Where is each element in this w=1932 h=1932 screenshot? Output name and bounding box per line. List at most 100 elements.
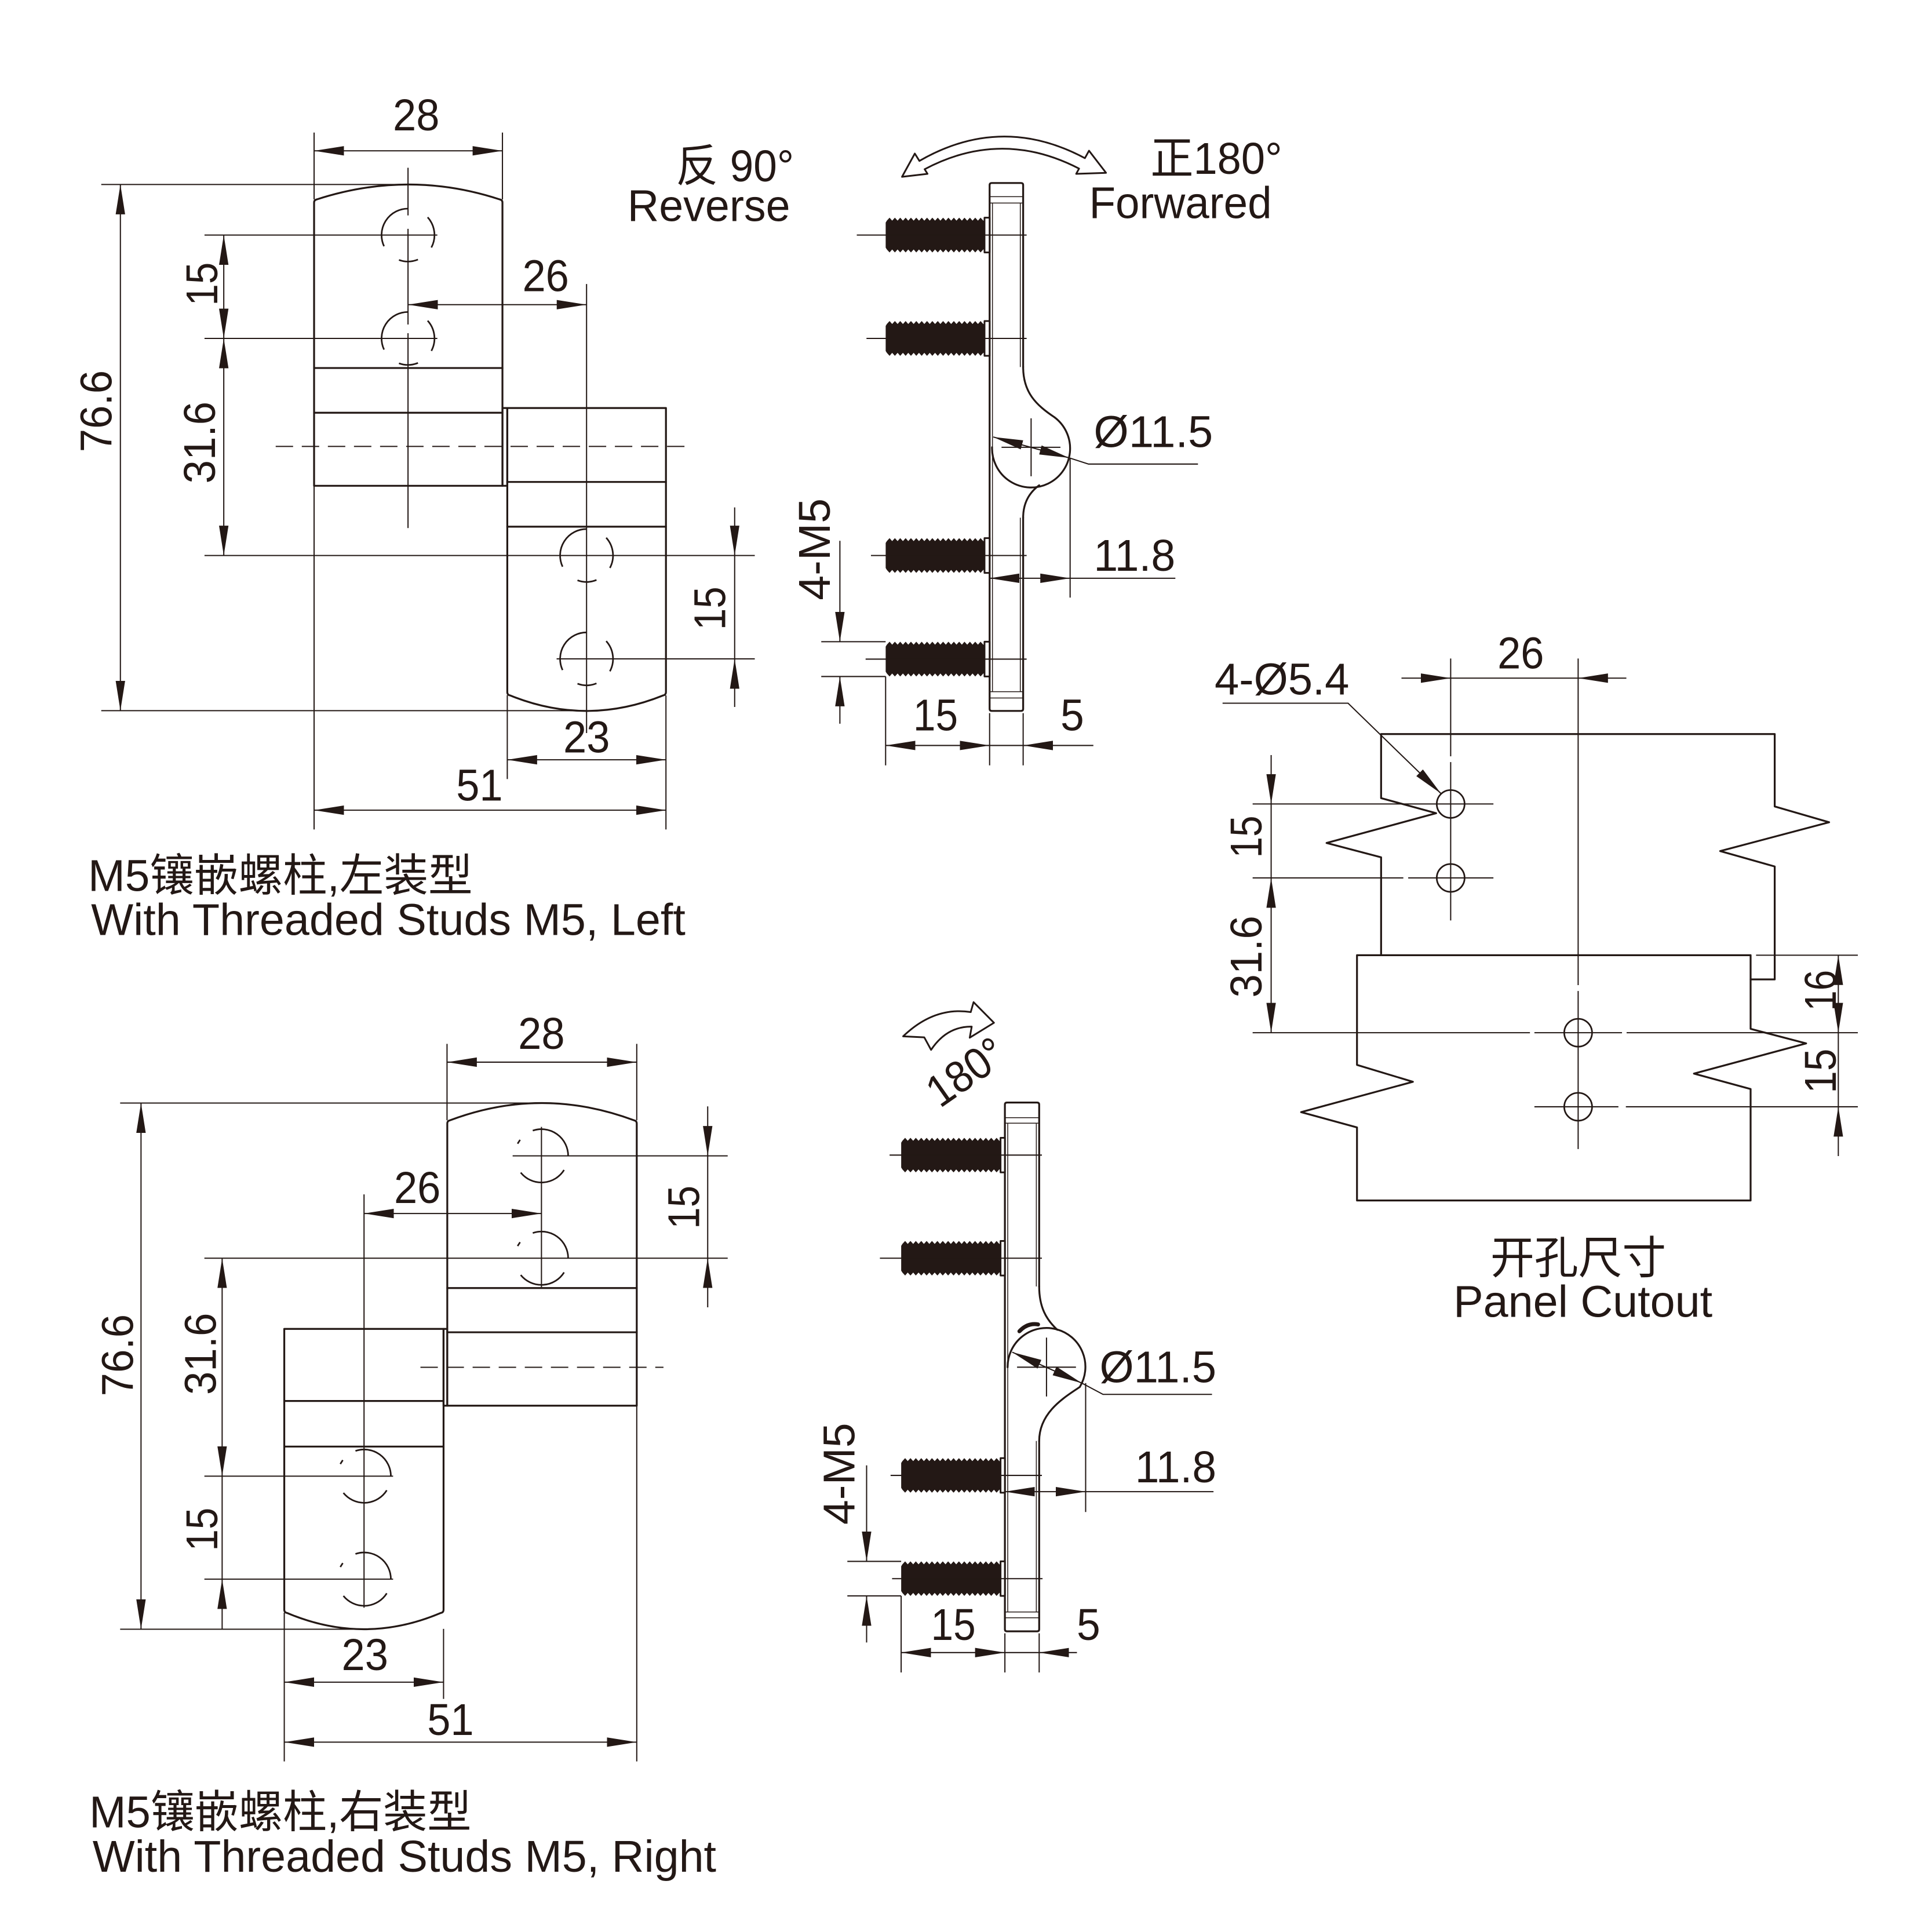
hole-arc <box>520 1271 565 1286</box>
threaded-hole-symbol <box>559 528 614 583</box>
dim-label-lower-pitch: 15 <box>1796 1049 1846 1093</box>
knuckle-circle <box>1007 1327 1087 1388</box>
dim-label-lower-pitch: 15 <box>177 1508 227 1551</box>
rotation-reverse-label-cn: 反 90° <box>676 141 794 191</box>
caption-right-mount-cn: M5镶嵌螺柱,右装型 <box>89 1787 471 1837</box>
knuckle-lower-neck <box>1022 484 1040 519</box>
dim-label-plate-thickness: 5 <box>1060 691 1084 741</box>
dimension-line-knuckle-diameter <box>993 436 1070 459</box>
dim-label-hole-offset: 31.6 <box>1222 916 1271 998</box>
cutout-hole <box>1435 863 1466 893</box>
dim-label-lateral-spacing: 26 <box>394 1163 440 1213</box>
dim-label-knuckle-projection: 11.8 <box>1135 1442 1216 1492</box>
hole-arc <box>520 1169 565 1183</box>
threaded-hole-symbol <box>340 1551 392 1607</box>
dim-label-lower-pitch: 15 <box>685 586 735 630</box>
left-mount-front-view: 28 76.6 15 31.6 26 15 23 51 <box>71 90 755 830</box>
hole-arc <box>532 1128 569 1156</box>
dim-label-hole-spec: 4-Ø5.4 <box>1215 655 1349 705</box>
knuckle-lower-neck <box>1038 1386 1081 1442</box>
dim-label-lateral-spacing: 26 <box>522 251 568 301</box>
mounting-plate-outline <box>1004 1102 1040 1632</box>
dim-label-knuckle-diameter: Ø11.5 <box>1093 407 1213 457</box>
panel-cutout-view: 26 4-Ø5.4 15 31.6 16 15 开孔尺寸 Panel Cutou… <box>1215 628 1858 1327</box>
hole-arc <box>427 217 436 248</box>
hole-arc <box>559 631 587 670</box>
hole-arc <box>606 537 614 568</box>
lower-leaf-outline <box>506 407 667 712</box>
dim-label-total-height: 76.6 <box>71 370 121 453</box>
hole-arc <box>517 1241 521 1247</box>
hole-arc <box>532 1230 569 1259</box>
double-rotation-arrow-icon <box>901 136 1107 178</box>
dim-label-stud-length: 15 <box>913 691 958 741</box>
dim-label-stud-length: 15 <box>931 1600 976 1650</box>
dim-label-width-lower: 23 <box>342 1630 388 1680</box>
panel-cutout-title-en: Panel Cutout <box>1453 1277 1712 1327</box>
threaded-hole-symbol <box>381 311 436 366</box>
left-mount-side-view: 反 90° Reverse 正180° Forwared Ø11.5 <box>628 134 1282 765</box>
rotation-forward-label-en: Forwared <box>1089 178 1271 228</box>
leader-line-knuckle-diameter <box>1069 457 1198 465</box>
dim-label-width-upper: 28 <box>393 90 439 140</box>
right-mount-front-view: 28 26 15 76.6 31.6 15 23 51 <box>93 1009 728 1762</box>
dim-label-total-width: 51 <box>427 1695 473 1745</box>
cutout-hole <box>1563 1092 1593 1122</box>
cutout-hole <box>1563 1018 1593 1048</box>
knuckle-tab <box>1017 1322 1040 1333</box>
upper-leaf-outline <box>313 183 504 487</box>
caption-left-mount-en: With Threaded Studs M5, Left <box>91 895 686 945</box>
panel-outline-upper <box>1325 733 1831 980</box>
dim-label-hole-offset: 31.6 <box>175 402 225 484</box>
dim-label-lateral-spacing: 26 <box>1497 628 1544 678</box>
hole-arc <box>342 1490 388 1504</box>
dim-label-upper-pitch: 15 <box>177 263 227 306</box>
rotation-reverse-label-en: Reverse <box>628 181 790 231</box>
dim-label-upper-pitch: 15 <box>659 1186 709 1229</box>
hole-arc <box>340 1562 344 1568</box>
hole-arc <box>355 1551 392 1580</box>
hole-arc <box>381 311 409 350</box>
panel-cutout-title-cn: 开孔尺寸 <box>1490 1234 1666 1284</box>
dim-label-hole-offset: 31.6 <box>176 1313 226 1395</box>
leader-line-knuckle-diameter <box>1081 1382 1212 1395</box>
hole-arc <box>606 640 614 672</box>
dim-label-width-upper: 28 <box>518 1009 564 1059</box>
threaded-hole-symbol <box>340 1448 392 1504</box>
hole-arc <box>398 362 418 366</box>
cutout-hole <box>1435 789 1466 819</box>
knuckle-upper-neck <box>1038 1285 1059 1331</box>
hole-arc <box>517 1139 521 1144</box>
hole-arc <box>340 1459 344 1465</box>
dimension-line-knuckle-diameter <box>1012 1351 1082 1384</box>
threaded-hole-symbol <box>381 207 436 263</box>
knuckle-circle <box>991 416 1071 489</box>
hole-arc <box>427 320 436 352</box>
leader-line-hole-spec <box>1222 702 1442 794</box>
dim-label-stud-spec: 4-M5 <box>790 498 840 600</box>
hole-arc <box>577 579 597 583</box>
dim-label-total-height: 76.6 <box>93 1314 143 1397</box>
rotation-forward-label-cn: 正180° <box>1150 134 1282 184</box>
caption-left-mount-cn: M5镶嵌螺柱,左装型 <box>88 851 473 901</box>
dim-label-width-lower: 23 <box>563 713 610 763</box>
caption-right-mount-en: With Threaded Studs M5, Right <box>93 1832 716 1882</box>
hole-arc <box>355 1448 392 1477</box>
dim-label-plate-thickness: 5 <box>1077 1600 1100 1650</box>
hole-arc <box>342 1592 388 1607</box>
dim-label-stud-spec: 4-M5 <box>815 1423 865 1525</box>
hole-arc <box>559 528 587 567</box>
rotation-arrow-icon <box>902 1001 995 1051</box>
knuckle-upper-neck <box>1022 366 1056 418</box>
threaded-hole-symbol <box>517 1230 569 1286</box>
hinge-pin <box>501 407 509 487</box>
dim-label-upper-pitch: 15 <box>1222 816 1271 858</box>
hole-arc <box>398 258 418 263</box>
panel-outline-lower <box>1300 954 1807 1202</box>
dim-label-knuckle-diameter: Ø11.5 <box>1099 1343 1216 1393</box>
dim-label-knuckle-projection: 11.8 <box>1093 531 1175 581</box>
threaded-hole-symbol <box>517 1128 569 1183</box>
hole-arc <box>381 207 409 247</box>
